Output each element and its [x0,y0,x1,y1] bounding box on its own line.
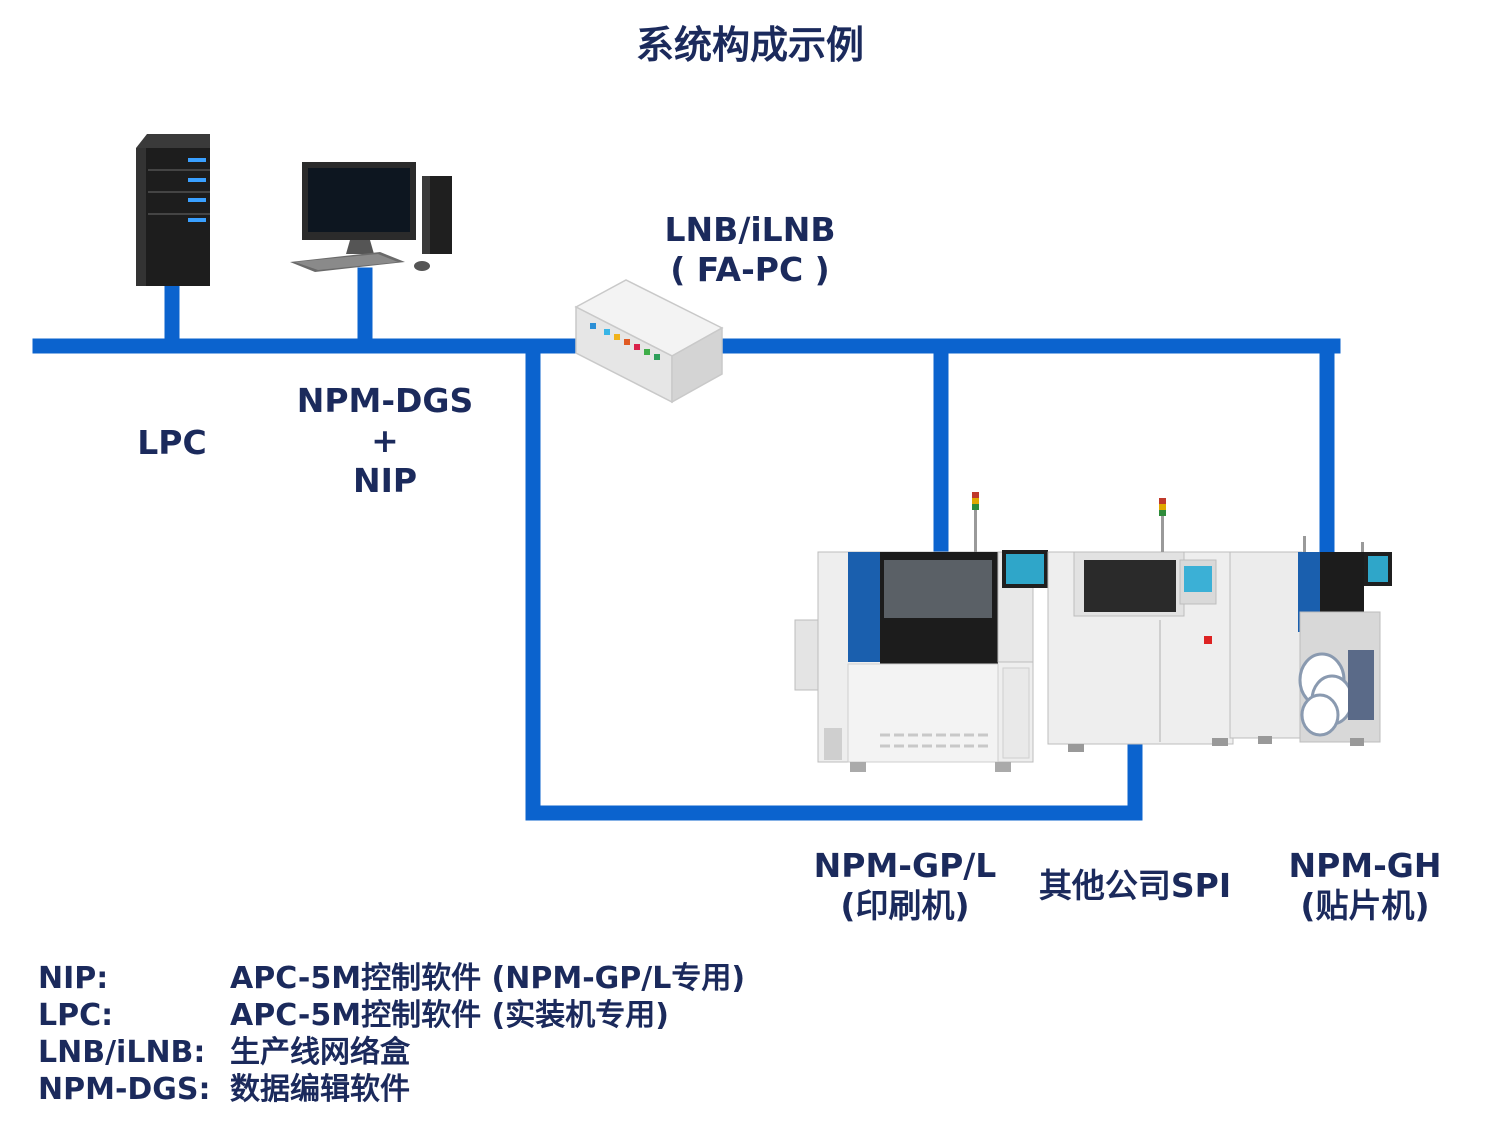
legend-row: LNB/iLNB: 生产线网络盒 [38,1034,745,1071]
gp-label-line-2: (印刷机) [840,886,970,925]
gp-label-line-1: NPM-GP/L [813,846,997,885]
legend-definition: APC-5M控制软件 (实装机专用) [230,998,669,1033]
legend-row: LPC: APC-5M控制软件 (实装机专用) [38,997,745,1034]
server-tower-icon [136,134,210,286]
legend-row: NPM-DGS: 数据编辑软件 [38,1071,745,1108]
lnb-label-line-2: ( FA-PC ) [670,250,830,289]
printer-loop-line [525,338,1143,821]
dgs-label-line-2: + [371,421,399,460]
gh-label-line-2: (贴片机) [1300,886,1430,925]
legend-term: NPM-DGS: [38,1072,211,1107]
legend-term: LPC: [38,998,114,1033]
gh-label-line-1: NPM-GH [1288,846,1442,885]
network-box-icon [574,279,724,404]
spi-machine-icon [1047,498,1234,752]
legend-definition: APC-5M控制软件 (NPM-GP/L专用) [230,961,746,996]
desktop-computer-icon [290,162,452,272]
gh-label: NPM-GH (贴片机) [1275,846,1455,926]
dgs-label: NPM-DGS + NIP [270,381,500,501]
lpc-label: LPC [137,423,207,462]
mounter-machine-icon [1229,536,1392,746]
legend-term: NIP: [38,961,109,996]
legend-row: NIP: APC-5M控制软件 (NPM-GP/L专用) [38,960,745,997]
gp-label: NPM-GP/L (印刷机) [790,846,1020,926]
dgs-label-line-3: NIP [352,461,418,500]
printer-machine-icon [794,492,1048,772]
lnb-label: LNB/iLNB ( FA-PC ) [640,210,860,290]
legend-definition: 生产线网络盒 [230,1035,410,1070]
spi-label: 其他公司SPI [1038,866,1232,905]
dgs-label-line-1: NPM-DGS [296,381,474,420]
legend: NIP: APC-5M控制软件 (NPM-GP/L专用) LPC: APC-5M控制… [38,960,745,1108]
lnb-label-line-1: LNB/iLNB [664,210,836,249]
legend-definition: 数据编辑软件 [230,1072,410,1107]
diagram-title: 系统构成示例 [635,23,864,67]
legend-term: LNB/iLNB: [38,1035,206,1070]
